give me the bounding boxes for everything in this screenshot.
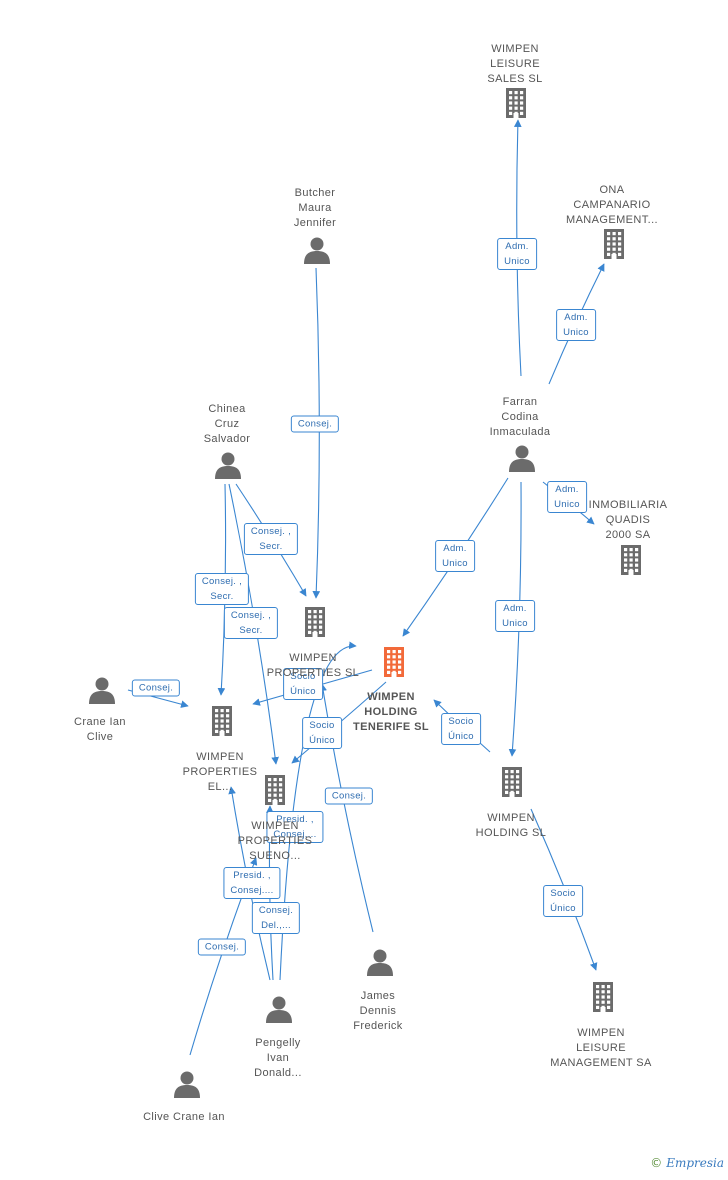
node-label-james[interactable]: James Dennis Frederick xyxy=(353,990,403,1032)
edge-label[interactable]: Adm. Unico xyxy=(495,600,535,632)
node-label-inmobiliaria[interactable]: INMOBILIARIA QUADIS 2000 SA xyxy=(588,499,668,541)
node-label-farran[interactable]: Farran Codina Inmaculada xyxy=(489,396,551,438)
node-label-leisure-sales[interactable]: WIMPEN LEISURE SALES SL xyxy=(487,43,543,85)
edge-label[interactable]: Consej. xyxy=(197,938,247,956)
person-icon[interactable] xyxy=(265,995,293,1028)
brand-name: Empresia xyxy=(666,1156,724,1170)
edge-label[interactable]: Consej. xyxy=(131,679,181,697)
node-label-holding-tenerife[interactable]: WIMPEN HOLDING TENERIFE SL xyxy=(353,691,429,733)
person-icon[interactable] xyxy=(303,236,331,269)
edge-label[interactable]: Consej. , Secr. xyxy=(223,607,279,639)
node-label-properties-sl[interactable]: WIMPEN PROPERTIES SL xyxy=(266,652,360,679)
copyright-symbol: © xyxy=(650,1156,663,1170)
person-icon[interactable] xyxy=(88,676,116,709)
building-icon[interactable] xyxy=(620,544,642,581)
person-icon[interactable] xyxy=(173,1070,201,1103)
edge-label[interactable]: Presid. , Consej.... xyxy=(223,867,281,899)
edge-label[interactable]: Socio Único xyxy=(543,885,583,917)
edge-label[interactable]: Socio Único xyxy=(441,713,481,745)
node-label-leisure-mgmt[interactable]: WIMPEN LEISURE MANAGEMENT SA xyxy=(550,1027,652,1069)
node-label-pengelly[interactable]: Pengelly Ivan Donald... xyxy=(254,1037,302,1079)
person-icon[interactable] xyxy=(508,444,536,477)
edge-butcher-to-properties_sl xyxy=(312,267,321,599)
edge-label[interactable]: Consej. , Secr. xyxy=(243,523,299,555)
building-icon[interactable] xyxy=(264,774,286,811)
node-label-properties-el[interactable]: WIMPEN PROPERTIES EL... xyxy=(182,751,258,793)
edge-label[interactable]: Adm. Unico xyxy=(556,309,596,341)
building-icon[interactable] xyxy=(383,646,405,683)
edge-label[interactable]: Consej. , Secr. xyxy=(194,573,250,605)
node-label-crane-ian[interactable]: Crane Ian Clive xyxy=(74,716,126,743)
node-label-butcher[interactable]: Butcher Maura Jennifer xyxy=(293,187,337,229)
building-icon[interactable] xyxy=(592,981,614,1018)
person-icon[interactable] xyxy=(214,451,242,484)
edge-label[interactable]: Socio Único xyxy=(283,668,323,700)
building-icon[interactable] xyxy=(501,766,523,803)
edge-label[interactable]: Adm. Unico xyxy=(497,238,537,270)
edge-label[interactable]: Adm. Unico xyxy=(547,481,587,513)
building-icon[interactable] xyxy=(211,705,233,742)
node-label-clive-crane[interactable]: Clive Crane Ian xyxy=(143,1111,225,1123)
edge-label[interactable]: Consej. xyxy=(324,787,374,805)
edge-label[interactable]: Socio Único xyxy=(302,717,342,749)
person-icon[interactable] xyxy=(366,948,394,981)
edge-label[interactable]: Adm. Unico xyxy=(435,540,475,572)
node-label-chinea[interactable]: Chinea Cruz Salvador xyxy=(203,403,251,445)
node-label-holding-sl[interactable]: WIMPEN HOLDING SL xyxy=(475,812,547,839)
node-label-sueno[interactable]: WIMPEN PROPERTIES SUENO... xyxy=(237,820,313,862)
edge-label[interactable]: Presid. , Consej.... xyxy=(266,811,324,843)
building-icon[interactable] xyxy=(603,228,625,265)
edge-james-to-holding_tenerife xyxy=(319,683,374,933)
node-label-ona[interactable]: ONA CAMPANARIO MANAGEMENT... xyxy=(566,184,658,226)
edge-label[interactable]: Consej. xyxy=(290,415,340,433)
building-icon[interactable] xyxy=(505,87,527,124)
brand-watermark: ©Empresia xyxy=(650,1156,724,1170)
edge-label[interactable]: Consej. Del.,... xyxy=(251,902,301,934)
building-icon[interactable] xyxy=(304,606,326,643)
